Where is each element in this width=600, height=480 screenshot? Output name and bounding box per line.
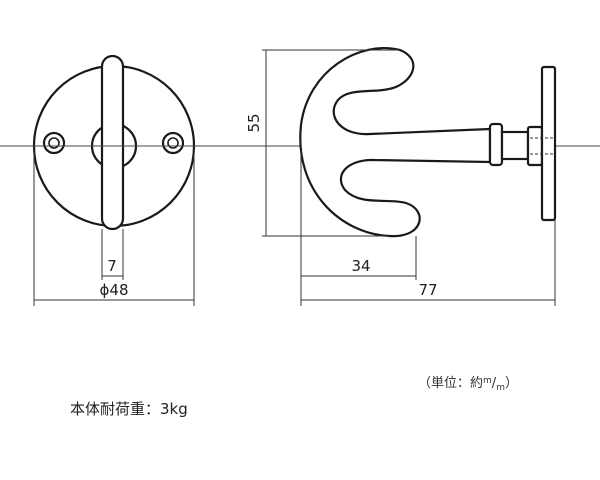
mounting-plate-side [540, 65, 557, 222]
overall-depth-label: 77 [418, 281, 437, 299]
side-dimensions: 55 34 77 [245, 49, 556, 306]
front-dimensions: 7 ϕ48 [33, 150, 195, 306]
shank-collar [488, 122, 504, 167]
plate-boss [526, 125, 544, 167]
side-view [214, 47, 600, 238]
unit-note: （単位：約m/m） [418, 376, 518, 393]
unit-note-suffix: ） [504, 376, 518, 391]
plate-diameter-label: ϕ48 [100, 281, 129, 299]
front-view [0, 54, 214, 231]
unit-note-prefix: （単位：約 [418, 376, 484, 391]
load-capacity-note: 本体耐荷重：3kg [70, 400, 188, 418]
screw-hole-left-inner [48, 137, 60, 149]
hook-reach-label: 34 [351, 257, 370, 275]
unit-note-mm-top: m [483, 376, 492, 386]
shank-neck [500, 130, 530, 161]
screw-hole-right-inner [167, 137, 179, 149]
hook-arm-front [100, 54, 125, 231]
unit-note-mm-bottom: m [496, 383, 505, 393]
height-label: 55 [245, 113, 263, 132]
hook-body [299, 47, 492, 238]
slot-width-label: 7 [107, 257, 117, 275]
